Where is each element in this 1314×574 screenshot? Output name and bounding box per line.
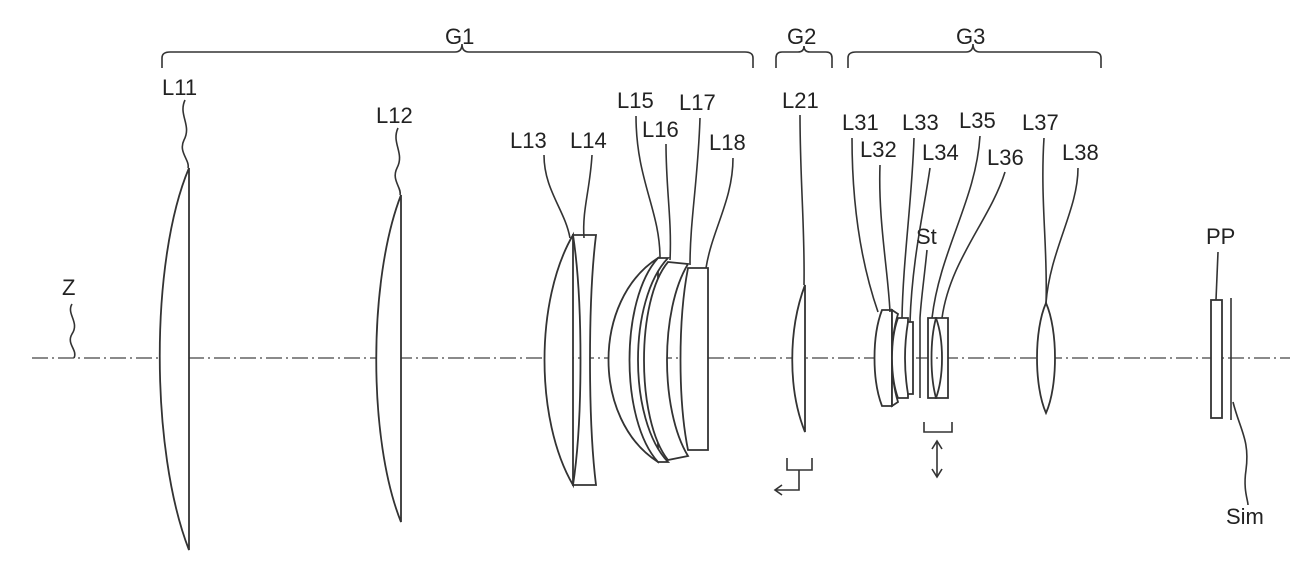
lens-l13-label: L13 (510, 128, 547, 153)
lens-l36 (934, 317, 949, 399)
prism-pp-label: PP (1206, 224, 1235, 249)
lens-l37-leader (1042, 137, 1048, 304)
lens-l37-label: L37 (1022, 110, 1059, 135)
lens-l21-label: L21 (782, 88, 819, 113)
lens-l18-leader (705, 157, 734, 269)
stop-leader (919, 249, 928, 319)
prism-pp (1210, 299, 1223, 419)
image-plane-label: Sim (1226, 504, 1264, 529)
lens-l16-label: L16 (642, 117, 679, 142)
lens-l31-leader (851, 137, 879, 313)
g3-arrowhead-down (931, 468, 943, 479)
lens-l11-leader (181, 99, 189, 169)
lens-l14 (571, 234, 598, 486)
lens-l36-leader (941, 171, 1006, 319)
lens-l15-leader (635, 115, 661, 259)
lens-l21-leader (799, 114, 805, 286)
lens-l21 (791, 284, 806, 433)
group-g2-label: G2 (787, 24, 816, 49)
lens-l12-leader (394, 127, 401, 196)
group-g3-label: G3 (956, 24, 985, 49)
lens-l35-leader (931, 135, 981, 319)
g3-bracket (847, 43, 1102, 68)
lens-l12 (375, 194, 402, 523)
lens-l33 (891, 317, 909, 399)
lens-l15-label: L15 (617, 88, 654, 113)
lens-l17-leader (689, 117, 701, 266)
lens-l17 (643, 261, 690, 461)
lens-l14-leader (582, 154, 593, 239)
lens-l34-leader (909, 167, 931, 323)
lens-l11 (158, 167, 190, 551)
lens-l35 (927, 317, 938, 399)
prism-pp-leader (1215, 251, 1219, 301)
lens-l38-label: L38 (1062, 140, 1099, 165)
lens-l11-label: L11 (162, 75, 197, 100)
lens-l32-label: L32 (860, 137, 897, 162)
axis-z-label: Z (62, 275, 75, 300)
lens-l16-leader (665, 143, 672, 261)
lens-l33-leader (901, 137, 915, 319)
g3-arrowhead-up (931, 439, 943, 450)
g2-movement-arrow (776, 470, 800, 491)
lens-l31 (873, 309, 893, 407)
g2-movement-arrowhead (773, 484, 783, 496)
lens-l31-label: L31 (842, 110, 879, 135)
lens-l18 (679, 267, 709, 451)
lens-l13 (543, 231, 574, 489)
lens-l34-label: L34 (922, 140, 959, 165)
image-plane-leader (1232, 401, 1249, 506)
g2-bracket (775, 45, 833, 68)
lens-l16 (628, 257, 671, 463)
lens-l37 (1036, 300, 1056, 416)
lens-l13-leader (543, 154, 571, 239)
lens-l32-leader (878, 164, 891, 313)
axis-z-leader (69, 303, 76, 359)
group-g1-label: G1 (445, 24, 474, 49)
g3-position-bracket (923, 422, 953, 433)
lens-l17-label: L17 (679, 90, 716, 115)
lens-l14-label: L14 (570, 128, 607, 153)
g1-bracket (161, 43, 754, 68)
lens-l18-label: L18 (709, 130, 746, 155)
lens-l12-label: L12 (376, 103, 413, 128)
lens-l34 (904, 321, 914, 395)
lens-l35-label: L35 (959, 108, 996, 133)
lens-l38-leader (1045, 167, 1079, 304)
stop-label: St (916, 224, 937, 249)
lens-l33-label: L33 (902, 110, 939, 135)
lens-l36-label: L36 (987, 145, 1024, 170)
g2-position-bracket (786, 458, 813, 471)
